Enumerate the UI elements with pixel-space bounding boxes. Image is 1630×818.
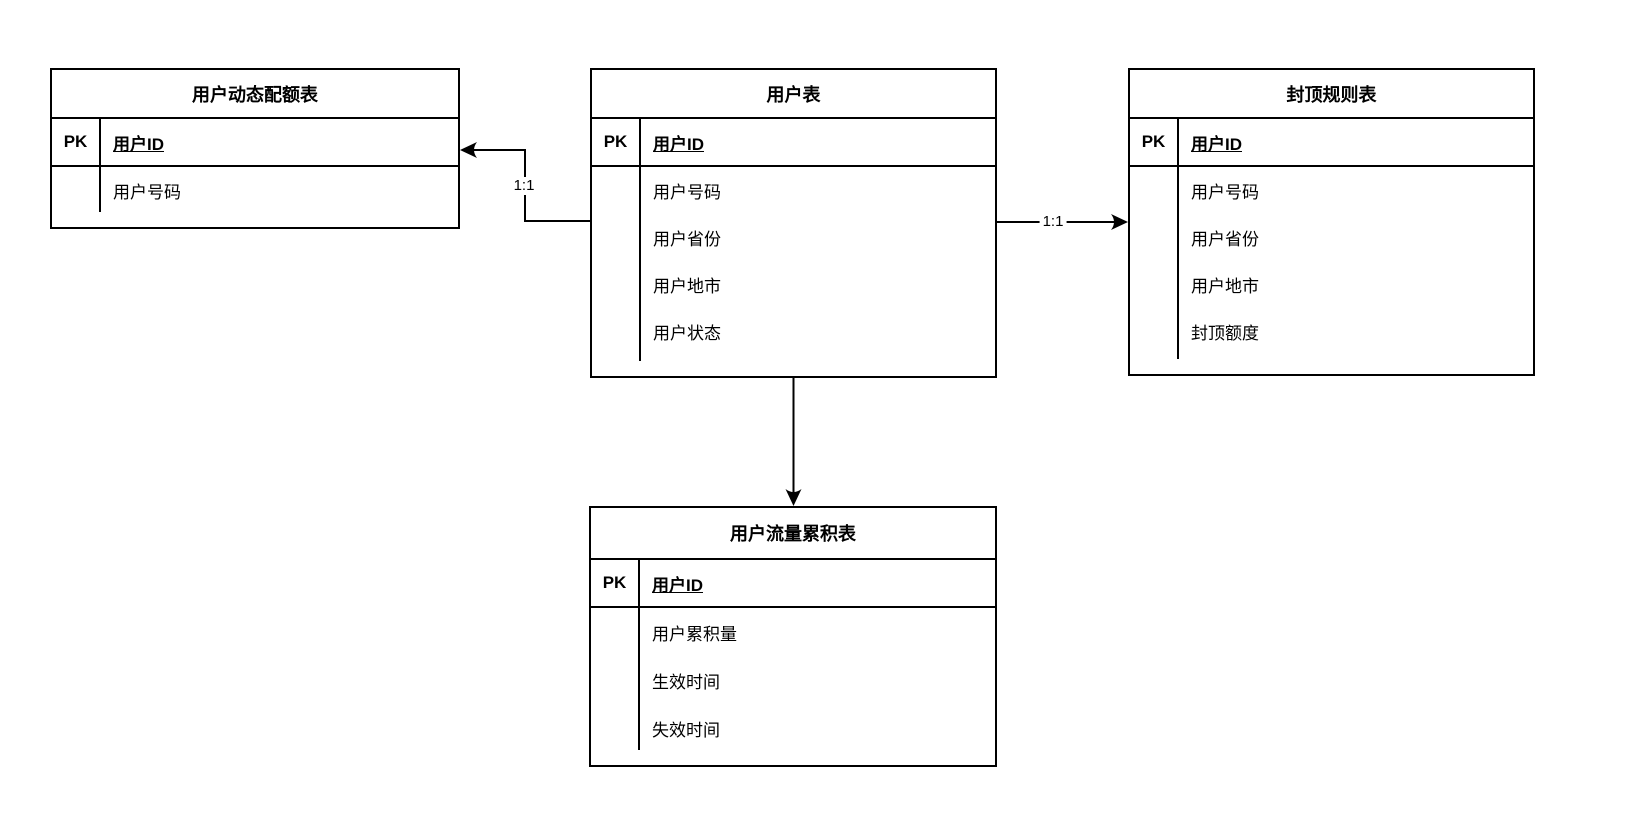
- table-title: 用户表: [592, 70, 995, 119]
- pk-label: PK: [52, 119, 101, 165]
- field-row: 生效时间: [652, 672, 720, 692]
- pk-label: PK: [591, 560, 640, 606]
- entity-table-cap: 封顶规则表 PK 用户ID 用户号码 用户省份 用户地市 封顶额度: [1128, 68, 1535, 376]
- arrowhead-down-icon: [785, 489, 802, 506]
- relationship-label-cap: 1:1: [1039, 213, 1067, 231]
- field-row: 用户地市: [653, 277, 721, 296]
- column-divider: [99, 167, 101, 212]
- pk-label: PK: [1130, 119, 1179, 165]
- table-body: 用户累积量 生效时间 失效时间: [591, 608, 995, 765]
- field-row: 封顶额度: [1191, 324, 1259, 343]
- pk-label: PK: [592, 119, 641, 165]
- arrowhead-right-icon: [1111, 214, 1128, 230]
- table-title: 用户流量累积表: [591, 508, 995, 560]
- field-row: 失效时间: [652, 720, 720, 740]
- entity-table-traffic: 用户流量累积表 PK 用户ID 用户累积量 生效时间 失效时间: [589, 506, 997, 767]
- column-divider: [638, 608, 640, 750]
- entity-table-user: 用户表 PK 用户ID 用户号码 用户省份 用户地市 用户状态: [590, 68, 997, 378]
- table-title: 封顶规则表: [1130, 70, 1533, 119]
- table-title: 用户动态配额表: [52, 70, 458, 119]
- field-row: 用户号码: [653, 183, 721, 202]
- pk-field-name: 用户ID: [113, 134, 164, 154]
- column-divider: [1177, 167, 1179, 359]
- column-divider: [639, 167, 641, 361]
- arrowhead-left-icon: [460, 142, 477, 158]
- field-row: 用户号码: [113, 183, 181, 202]
- pk-row: PK 用户ID: [1130, 119, 1533, 167]
- pk-row: PK 用户ID: [52, 119, 458, 167]
- field-row: 用户号码: [1191, 183, 1259, 202]
- pk-field-name: 用户ID: [653, 134, 704, 154]
- field-row: 用户省份: [653, 230, 721, 249]
- table-body: 用户号码 用户省份 用户地市 封顶额度: [1130, 167, 1533, 374]
- pk-field-name: 用户ID: [652, 575, 703, 595]
- table-body: 用户号码: [52, 167, 458, 227]
- relationship-label-quota: 1:1: [510, 177, 538, 195]
- field-row: 用户状态: [653, 324, 721, 343]
- entity-table-quota: 用户动态配额表 PK 用户ID 用户号码: [50, 68, 460, 229]
- table-body: 用户号码 用户省份 用户地市 用户状态: [592, 167, 995, 376]
- pk-row: PK 用户ID: [592, 119, 995, 167]
- pk-field-name: 用户ID: [1191, 134, 1242, 154]
- pk-row: PK 用户ID: [591, 560, 995, 608]
- field-row: 用户累积量: [652, 624, 737, 644]
- field-row: 用户省份: [1191, 230, 1259, 249]
- field-row: 用户地市: [1191, 277, 1259, 296]
